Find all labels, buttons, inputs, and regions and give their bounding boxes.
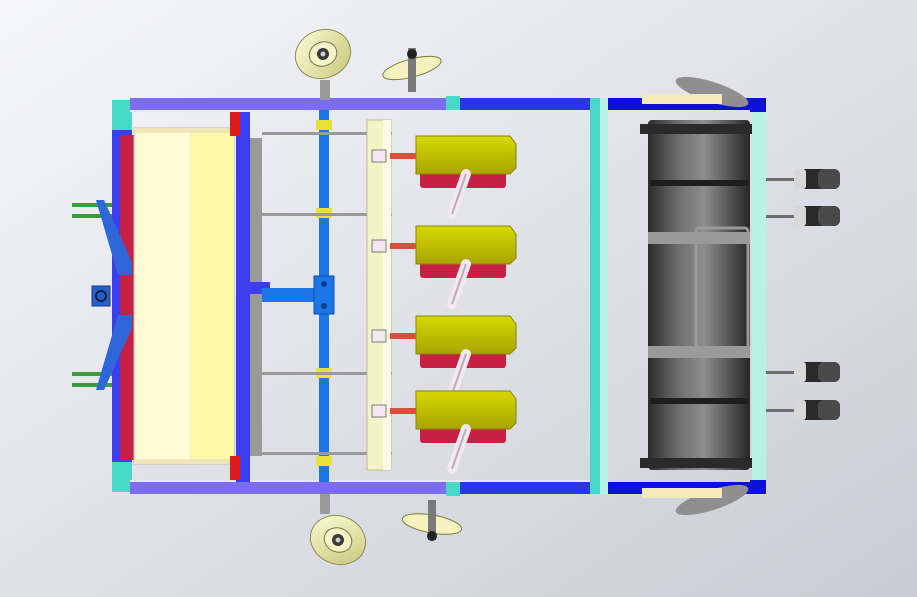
press-wheel <box>766 206 840 226</box>
press-wheels <box>766 169 840 420</box>
seed-meter <box>371 390 517 474</box>
cross-frame <box>230 112 270 482</box>
hitch-pins <box>72 203 116 387</box>
press-wheel <box>766 400 840 420</box>
drive-shaft <box>262 110 392 482</box>
compaction-roller <box>640 120 758 470</box>
seed-meter <box>371 135 517 219</box>
press-wheel <box>766 362 840 382</box>
seed-hopper <box>133 127 235 465</box>
seed-meters <box>371 135 517 474</box>
seed-meter <box>371 315 517 399</box>
mid-frame <box>590 98 608 494</box>
front-frame <box>750 98 766 494</box>
front-discs <box>642 76 749 516</box>
seed-meter <box>371 225 517 309</box>
rear-frame <box>91 100 134 492</box>
ground-wheel <box>309 514 367 566</box>
ground-wheels <box>294 28 463 566</box>
ground-wheel <box>294 28 352 80</box>
press-wheel <box>766 169 840 189</box>
